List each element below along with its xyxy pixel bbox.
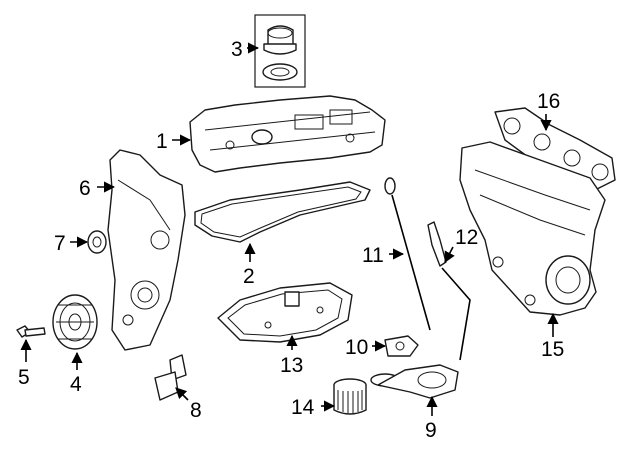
part-11-dipstick[interactable] [384,177,431,331]
part-14-oil-filter[interactable] [333,378,367,415]
callout-1: 1 [156,130,168,153]
part-9-oil-strainer[interactable] [370,364,459,399]
part-5-bolt[interactable] [16,325,46,338]
part-4-crankshaft-pulley[interactable] [52,294,98,350]
callout-2: 2 [243,265,255,288]
callout-16: 16 [537,90,560,113]
callout-13: 13 [280,354,303,377]
callout-5: 5 [18,366,30,389]
part-13-oil-pan[interactable] [217,282,353,343]
callout-14: 14 [291,396,315,419]
callout-7: 7 [54,232,66,255]
leader-lines [20,42,559,416]
callout-3: 3 [231,38,243,61]
callout-15: 15 [541,338,564,361]
part-2-cover-gasket[interactable] [194,181,371,243]
callout-6: 6 [79,177,91,200]
part-10-gasket[interactable] [384,335,419,357]
part-15-intake-manifold[interactable] [459,141,606,316]
callout-9: 9 [425,419,437,442]
part-1-cylinder-head-cover[interactable] [189,95,386,173]
part-6-timing-chain-cover[interactable] [107,149,186,351]
callout-10: 10 [345,336,368,359]
part-7-oil-seal[interactable] [87,230,107,254]
callout-8: 8 [190,399,202,422]
callout-4: 4 [70,373,82,396]
callout-11: 11 [362,244,384,267]
callout-12: 12 [455,226,478,249]
part-3-oil-filler-cap[interactable] [254,14,306,88]
